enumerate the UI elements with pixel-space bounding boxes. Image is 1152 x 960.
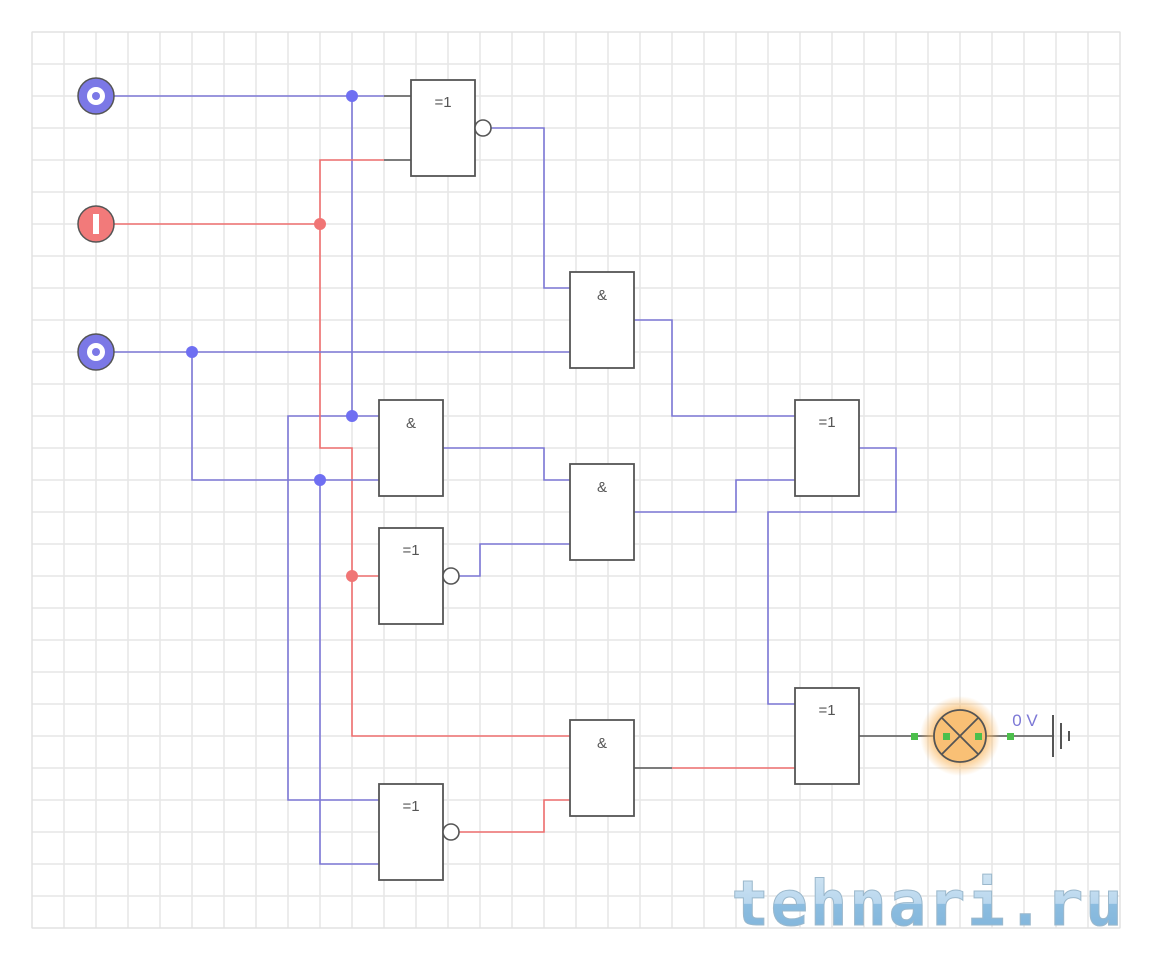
wire-g6-g8[interactable] <box>459 799 570 833</box>
gate-label: =1 <box>402 542 419 559</box>
junction-dot <box>346 570 358 582</box>
inverter-bubble <box>442 823 460 841</box>
junction-dot <box>346 90 358 102</box>
gate-label: & <box>597 479 607 496</box>
inverter-bubble <box>474 119 492 137</box>
gate-label: =1 <box>818 414 835 431</box>
gate-g6-xnor[interactable]: =1 <box>378 783 460 881</box>
junctions <box>186 90 358 582</box>
gate-label: =1 <box>434 94 451 111</box>
junction-dot <box>346 410 358 422</box>
input-a-switch[interactable] <box>77 77 115 115</box>
canvas-border <box>31 31 1121 929</box>
gate-g8-and[interactable]: & <box>569 719 635 817</box>
gate-g7-xor[interactable]: =1 <box>794 399 860 497</box>
gate-label: & <box>406 415 416 432</box>
gate-g1-xnor[interactable]: =1 <box>410 79 492 177</box>
terminal-icon <box>911 733 918 740</box>
wires <box>114 95 1052 865</box>
gate-label: & <box>597 735 607 752</box>
wire-g1-g2[interactable] <box>491 127 570 289</box>
gate-g2-and[interactable]: & <box>569 271 635 369</box>
wire-g3-g4[interactable] <box>443 447 570 481</box>
junction-dot <box>314 218 326 230</box>
gate-label: =1 <box>818 702 835 719</box>
wire-c-to-g6[interactable] <box>319 480 379 865</box>
input-c-switch[interactable] <box>77 333 115 371</box>
gate-g9-xor[interactable]: =1 <box>794 687 860 785</box>
wire-g4-g7[interactable] <box>634 479 795 513</box>
wire-g5-g4[interactable] <box>459 543 570 577</box>
inverter-bubble <box>442 567 460 585</box>
terminal-icon <box>1007 733 1014 740</box>
wire-b-branch[interactable] <box>319 159 570 737</box>
input-b-switch[interactable] <box>77 205 115 243</box>
terminal-icon <box>975 733 982 740</box>
junction-dot <box>186 346 198 358</box>
voltage-label: 0 V <box>1012 711 1038 730</box>
junction-dot <box>314 474 326 486</box>
gate-g5-xnor[interactable]: =1 <box>378 527 460 625</box>
output-lamp[interactable] <box>911 696 1014 776</box>
gate-label: =1 <box>402 798 419 815</box>
ground-icon <box>1052 715 1070 757</box>
gate-label: & <box>597 287 607 304</box>
terminal-icon <box>943 733 950 740</box>
wire-g7-g9[interactable] <box>767 447 897 705</box>
wire-g2-g7[interactable] <box>634 319 795 417</box>
gate-g3-and[interactable]: & <box>378 399 444 497</box>
gate-g4-and[interactable]: & <box>569 463 635 561</box>
watermark-logo: tehnari.ru <box>731 867 1124 940</box>
